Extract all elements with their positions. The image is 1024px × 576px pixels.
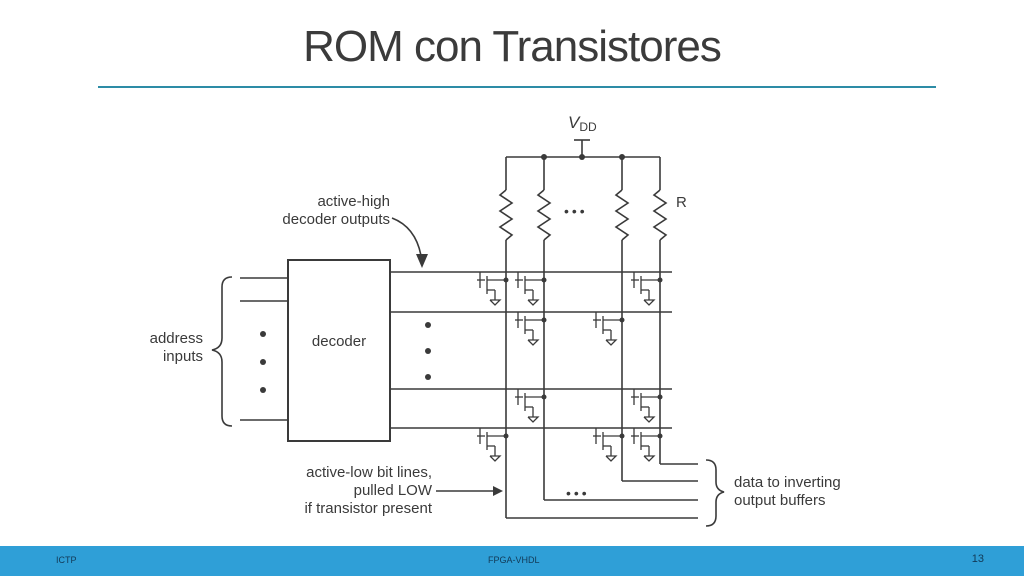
resistor-ellipsis: ••• (564, 203, 588, 219)
data-label-line1: data to inverting (734, 474, 841, 491)
decoder-label: decoder (312, 333, 366, 350)
transistor-r1-c1 (477, 272, 506, 306)
footer-center-text: FPGA-VHDL (488, 555, 540, 565)
bit-line-3 (614, 157, 698, 482)
transistor-r2-c2 (515, 312, 544, 346)
address-brace (211, 276, 233, 427)
resistor-label: R (676, 194, 687, 211)
data-brace (705, 459, 725, 527)
address-label-line2: inputs (163, 348, 203, 365)
title-divider (98, 86, 936, 88)
slide-title: ROM con Transistores (303, 22, 722, 71)
transistor-r4-c3 (593, 428, 622, 462)
vdd-label: VDD (568, 113, 597, 134)
bitlines-label-line3: if transistor present (304, 500, 432, 517)
bit-line-2 (536, 157, 698, 501)
address-label-line1: address (150, 330, 203, 347)
bitlines-label-line2: pulled LOW (354, 482, 433, 499)
data-label-line2: output buffers (734, 492, 825, 509)
junction-dots (260, 154, 663, 439)
transistor-r4-c1 (477, 428, 506, 462)
transistor-r1-c2 (515, 272, 544, 306)
decoder-outputs-label-line1: active-high (317, 193, 390, 210)
bitlines-label-line1: active-low bit lines, (306, 464, 432, 481)
decoder-outputs-label-line2: decoder outputs (282, 211, 390, 228)
transistor-r4-c4 (631, 428, 660, 462)
transistor-r2-c3 (593, 312, 622, 346)
decoder-block (287, 259, 391, 442)
page-number: 13 (971, 553, 984, 565)
footer-bar: ICTP FPGA-VHDL 13 (0, 546, 1024, 576)
bitline-ellipsis: ••• (566, 485, 590, 501)
bit-line-4 (652, 157, 698, 465)
transistor-r1-c4 (631, 272, 660, 306)
footer-separator (0, 543, 1024, 546)
transistor-r3-c2 (515, 389, 544, 423)
transistor-r3-c4 (631, 389, 660, 423)
footer-left-text: ICTP (56, 555, 77, 565)
bit-line-1 (498, 157, 698, 519)
